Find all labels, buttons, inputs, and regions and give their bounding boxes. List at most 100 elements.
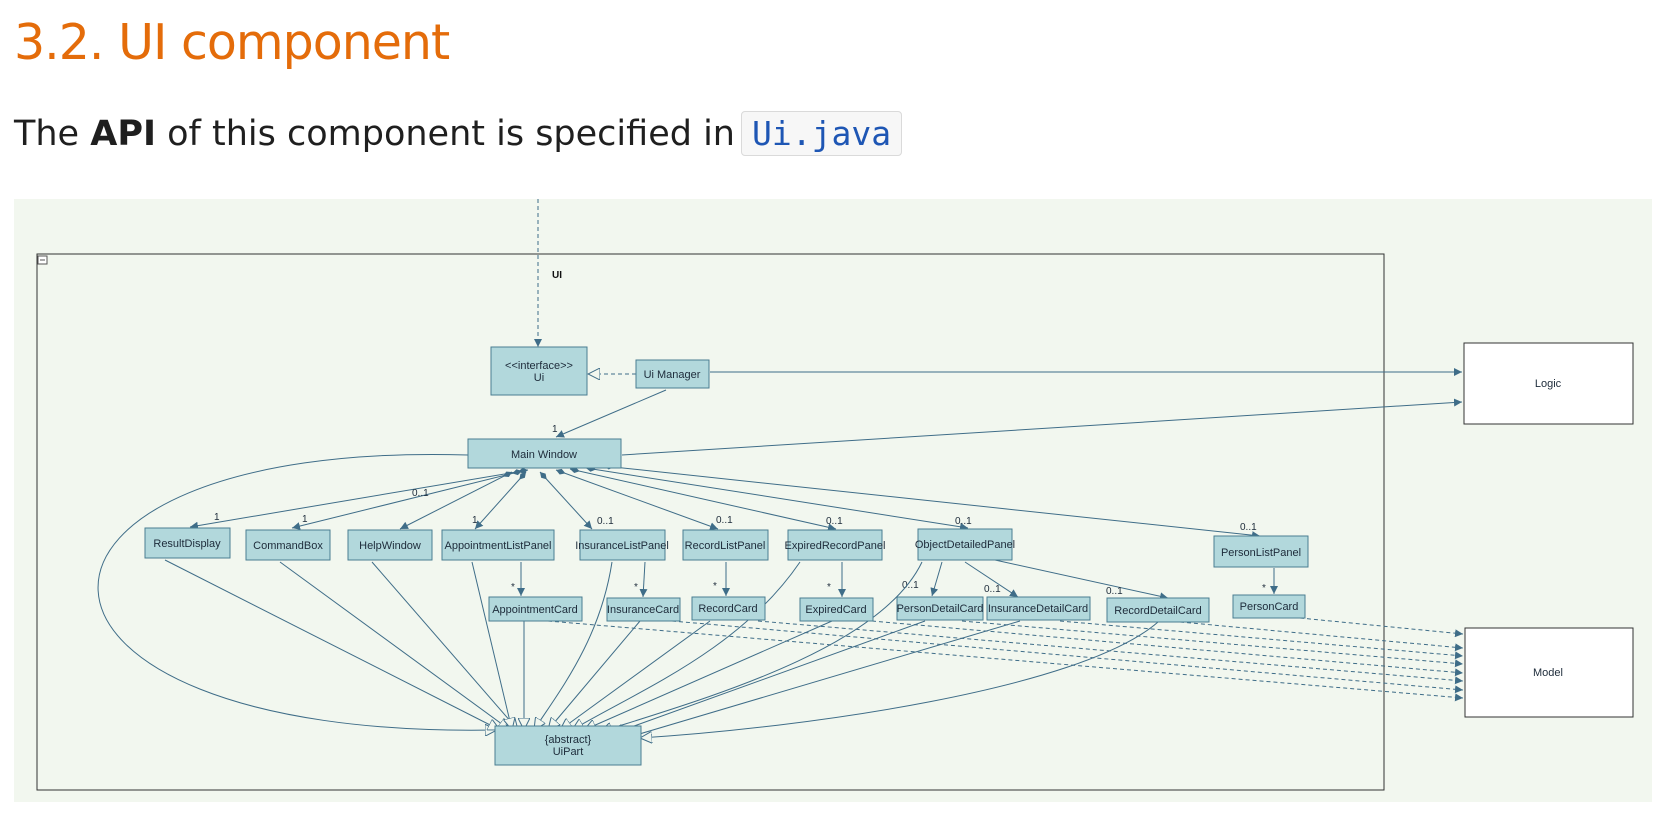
inherit-mainwindow: [97, 453, 497, 730]
mult-commandbox: 1: [302, 514, 308, 525]
mult-appointmentcard: *: [511, 582, 515, 593]
insurance-card-class: InsuranceCard: [606, 597, 681, 622]
person-detail-card-name: PersonDetailCard: [897, 603, 984, 615]
inherit-recordcard: [560, 620, 711, 730]
record-card-name: RecordCard: [698, 603, 757, 615]
ui-manager-name: Ui Manager: [644, 369, 701, 381]
person-list-panel-name: PersonListPanel: [1221, 547, 1301, 559]
dep-insurancecard-model: [671, 620, 1464, 694]
main-window-name: Main Window: [511, 449, 577, 461]
model-box: Model: [1464, 627, 1634, 718]
edge-mw-appointmentlist: [474, 471, 527, 530]
mult-mainwindow: 1: [552, 424, 558, 435]
intro-api-bold: API: [90, 114, 156, 154]
person-card-class: PersonCard: [1232, 594, 1306, 619]
intro-prefix: The: [14, 114, 91, 154]
mult-insurancecard: *: [634, 582, 638, 593]
person-detail-card-class: PersonDetailCard: [896, 596, 984, 621]
edge-mw-personlist: [603, 463, 1261, 540]
mult-appointmentlist: 1: [472, 515, 478, 526]
section-heading: 3.2. UI component: [14, 14, 450, 71]
result-display-class: ResultDisplay: [144, 527, 231, 559]
edge-objectdetailed-insurancedetail: [964, 561, 1019, 598]
inherit-expiredcard: [584, 620, 833, 730]
ui-part-class: {abstract} UiPart: [494, 725, 642, 766]
logic-label: Logic: [1535, 378, 1562, 390]
appointment-card-name: AppointmentCard: [492, 604, 578, 616]
appointment-card-class: AppointmentCard: [488, 596, 583, 622]
dep-expiredcard-model: [871, 620, 1464, 677]
ui-package-frame: [36, 253, 1385, 791]
edge-objectdetailed-recorddetail: [994, 559, 1169, 601]
insurance-list-panel-class: InsuranceListPanel: [575, 529, 669, 561]
intro-paragraph: The API of this component is specified i…: [14, 111, 903, 158]
edge-mw-commandbox: [291, 469, 523, 530]
expired-record-panel-name: ExpiredRecordPanel: [785, 540, 886, 552]
person-card-name: PersonCard: [1240, 601, 1299, 613]
dep-recorddetailcard-model: [1179, 621, 1464, 652]
inherit-appointmentlist: [471, 561, 512, 730]
inherit-insurancedetailcard: [626, 620, 1021, 738]
record-detail-card-name: RecordDetailCard: [1114, 605, 1201, 617]
inherit-insurancecard: [548, 620, 641, 730]
edge-mainwindow-logic: [621, 398, 1463, 456]
dep-insurancedetailcard-model: [1059, 620, 1464, 660]
edge-mw-objectdetailed: [585, 465, 969, 531]
inherit-recorddetailcard: [640, 621, 1159, 738]
person-list-panel-class: PersonListPanel: [1213, 535, 1309, 568]
mult-insurancelist: 0..1: [597, 516, 614, 527]
inherit-commandbox: [279, 561, 510, 730]
inherit-persondetailcard: [612, 620, 926, 734]
object-detailed-panel-name: ObjectDetailedPanel: [915, 539, 1015, 551]
mult-recorddetailcard: 0..1: [1106, 586, 1123, 597]
inherit-insurancelist: [534, 561, 613, 730]
dep-personcard-model: [1299, 617, 1464, 638]
model-label: Model: [1533, 667, 1563, 679]
record-card-class: RecordCard: [691, 596, 766, 621]
mult-personcard: *: [1262, 583, 1266, 594]
intro-middle: of this component is specified in: [156, 114, 735, 154]
inherit-resultdisplay: [164, 559, 500, 730]
expired-card-class: ExpiredCard: [799, 597, 874, 622]
insurance-list-panel-name: InsuranceListPanel: [575, 540, 669, 552]
insurance-detail-card-name: InsuranceDetailCard: [988, 603, 1088, 615]
ui-interface-name: Ui: [534, 372, 544, 384]
help-window-name: HelpWindow: [359, 540, 421, 552]
inherit-expiredrecord: [572, 561, 801, 730]
mult-helpwindow: 0..1: [412, 488, 429, 499]
expired-card-name: ExpiredCard: [805, 604, 866, 616]
mult-expiredrecord: 0..1: [826, 516, 843, 527]
dep-appointmentcard-model: [547, 620, 1464, 702]
record-list-panel-name: RecordListPanel: [685, 540, 766, 552]
ui-interface-stereotype: <<interface>>: [505, 360, 573, 372]
dep-persondetailcard-model: [961, 620, 1464, 668]
inherit-helpwindow: [371, 561, 518, 730]
command-box-class: CommandBox: [245, 529, 331, 561]
ui-manager-class: Ui Manager: [635, 359, 710, 389]
mult-expiredcard: *: [827, 582, 831, 593]
appointment-list-panel-class: AppointmentListPanel: [441, 529, 555, 561]
mult-personlist: 0..1: [1240, 522, 1257, 533]
insurance-card-name: InsuranceCard: [607, 604, 679, 616]
edge-insurancelist-card: [639, 561, 648, 598]
logic-box: Logic: [1463, 342, 1634, 425]
mult-insurancedetailcard: 0..1: [984, 584, 1001, 595]
expired-record-panel-class: ExpiredRecordPanel: [785, 529, 886, 561]
command-box-name: CommandBox: [253, 540, 323, 552]
record-detail-card-class: RecordDetailCard: [1106, 597, 1210, 623]
main-window-class: Main Window: [467, 438, 622, 469]
ui-interface-class: <<interface>> Ui: [490, 346, 588, 396]
mult-recordlist: 0..1: [716, 515, 733, 526]
mult-persondetailcard: 0..1: [902, 580, 919, 591]
ui-part-stereotype: {abstract}: [545, 734, 592, 746]
edge-uimanager-mainwindow: [555, 389, 667, 438]
dep-recordcard-model: [757, 620, 1464, 685]
appointment-list-panel-name: AppointmentListPanel: [444, 540, 551, 552]
help-window-class: HelpWindow: [347, 529, 433, 561]
insurance-detail-card-class: InsuranceDetailCard: [986, 596, 1091, 621]
mult-resultdisplay: 1: [214, 512, 220, 523]
edge-mw-helpwindow: [399, 471, 513, 530]
ui-java-code-link[interactable]: Ui.java: [740, 111, 903, 156]
mult-objectdetailed: 0..1: [955, 516, 972, 527]
